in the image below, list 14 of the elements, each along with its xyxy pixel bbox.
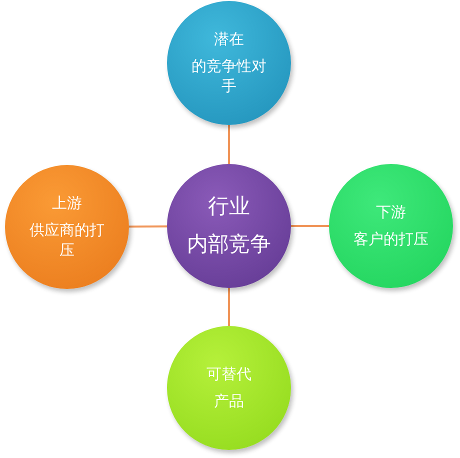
circle-label: 供应商的打压 xyxy=(28,221,106,260)
circle-label: 上游 xyxy=(52,194,82,214)
circle-label: 的竞争性对手 xyxy=(190,57,268,96)
connector-line xyxy=(228,288,230,326)
circle-label: 行业 xyxy=(208,193,250,220)
circle-label: 可替代 xyxy=(206,364,252,384)
circle-label: 下游 xyxy=(376,202,406,222)
connector-line xyxy=(228,125,230,164)
connector-line xyxy=(291,225,329,227)
connector-line xyxy=(129,225,167,228)
circle-label: 客户的打压 xyxy=(354,230,428,250)
circle-label: 内部竞争 xyxy=(187,231,271,258)
circle-label: 潜在 xyxy=(214,30,244,50)
circle-label: 产品 xyxy=(214,392,244,412)
